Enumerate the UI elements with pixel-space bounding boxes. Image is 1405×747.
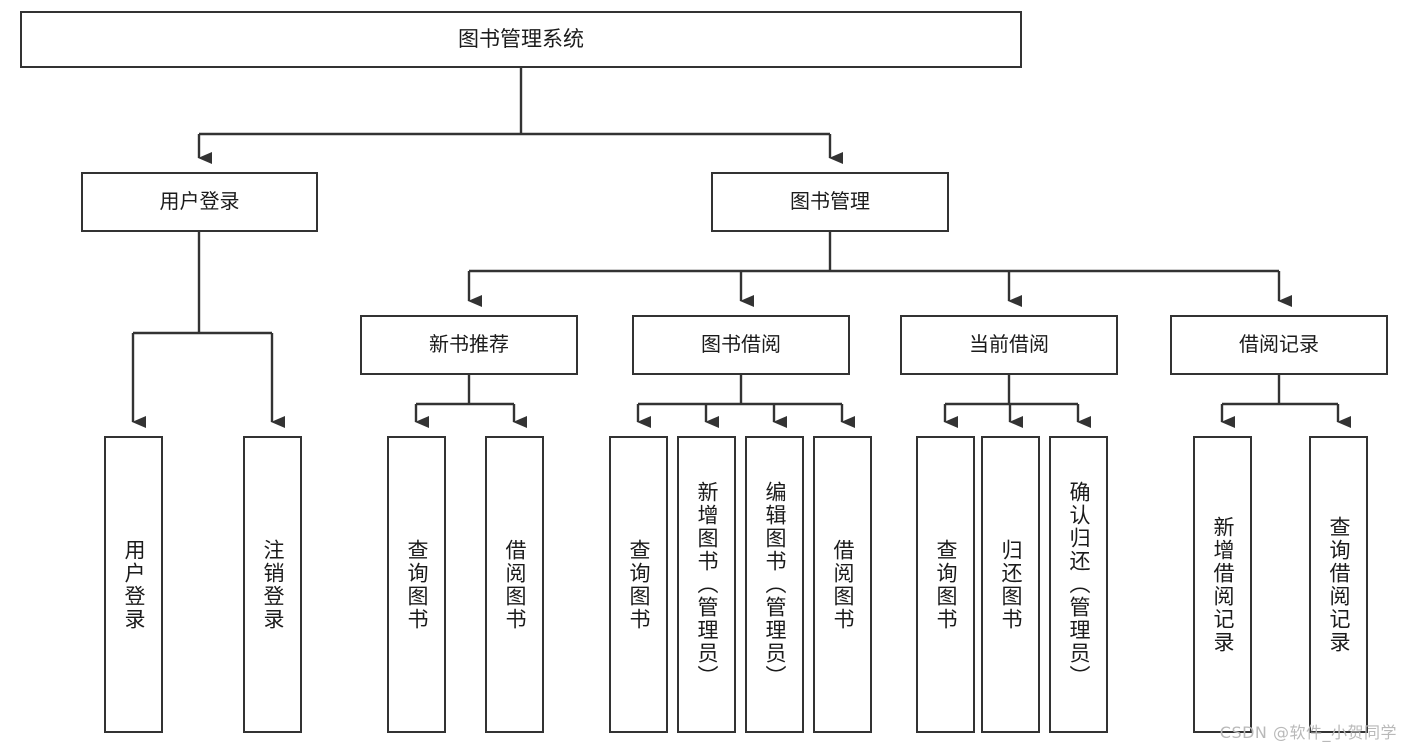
connector-user-login-to-leaves [131, 232, 285, 428]
node-book-manage[interactable]: 图书管理 [711, 172, 949, 232]
connector-borrow-record-to-leaves [1220, 375, 1351, 428]
node-leaf-logout-login[interactable]: 注销登录 [243, 436, 302, 733]
node-leaf-add-record[interactable]: 新增借阅记录 [1193, 436, 1252, 733]
node-label: 借阅记录 [1239, 332, 1319, 357]
connector-new-book-recommend-to-leaves [414, 375, 527, 428]
connector-root-to-level2 [197, 68, 843, 164]
node-label: 查询图书 [934, 538, 958, 631]
node-book-borrow[interactable]: 图书借阅 [632, 315, 850, 375]
node-label: 查询图书 [405, 538, 429, 631]
node-leaf-return-book[interactable]: 归还图书 [981, 436, 1040, 733]
node-label: 借阅图书 [503, 538, 527, 631]
node-leaf-query-book-1[interactable]: 查询图书 [387, 436, 446, 733]
node-user-login[interactable]: 用户登录 [81, 172, 318, 232]
node-leaf-add-book[interactable]: 新增图书（管理员） [677, 436, 736, 733]
node-label: 编辑图书（管理员） [763, 481, 787, 688]
node-label: 确认归还（管理员） [1067, 481, 1091, 688]
connector-current-borrow-to-leaves [943, 375, 1091, 428]
node-leaf-borrow-book-1[interactable]: 借阅图书 [485, 436, 544, 733]
node-label: 借阅图书 [831, 538, 855, 631]
node-label: 注销登录 [261, 538, 285, 631]
node-label: 当前借阅 [969, 332, 1049, 357]
node-root-library-management-system[interactable]: 图书管理系统 [20, 11, 1022, 68]
node-leaf-edit-book[interactable]: 编辑图书（管理员） [745, 436, 804, 733]
node-leaf-confirm-return[interactable]: 确认归还（管理员） [1049, 436, 1108, 733]
node-current-borrow[interactable]: 当前借阅 [900, 315, 1118, 375]
node-new-book-recommend[interactable]: 新书推荐 [360, 315, 578, 375]
connector-book-manage-to-level3 [467, 232, 1292, 307]
node-label: 新增图书（管理员） [695, 481, 719, 688]
node-borrow-record[interactable]: 借阅记录 [1170, 315, 1388, 375]
node-leaf-user-login[interactable]: 用户登录 [104, 436, 163, 733]
watermark-text: CSDN @软件_小贺同学 [1219, 723, 1397, 742]
node-leaf-query-book-2[interactable]: 查询图书 [609, 436, 668, 733]
node-label: 用户登录 [122, 538, 146, 631]
node-label: 新书推荐 [429, 332, 509, 357]
node-label: 图书借阅 [701, 332, 781, 357]
node-leaf-borrow-book-2[interactable]: 借阅图书 [813, 436, 872, 733]
node-label: 新增借阅记录 [1211, 515, 1235, 654]
node-label: 用户登录 [159, 189, 240, 214]
node-leaf-query-record[interactable]: 查询借阅记录 [1309, 436, 1368, 733]
node-label: 查询借阅记录 [1327, 515, 1351, 654]
connector-book-borrow-to-leaves [636, 375, 855, 428]
node-leaf-query-book-3[interactable]: 查询图书 [916, 436, 975, 733]
node-label: 归还图书 [999, 538, 1023, 631]
node-label: 图书管理 [790, 189, 870, 214]
node-label: 查询图书 [627, 538, 651, 631]
node-label: 图书管理系统 [458, 27, 584, 52]
